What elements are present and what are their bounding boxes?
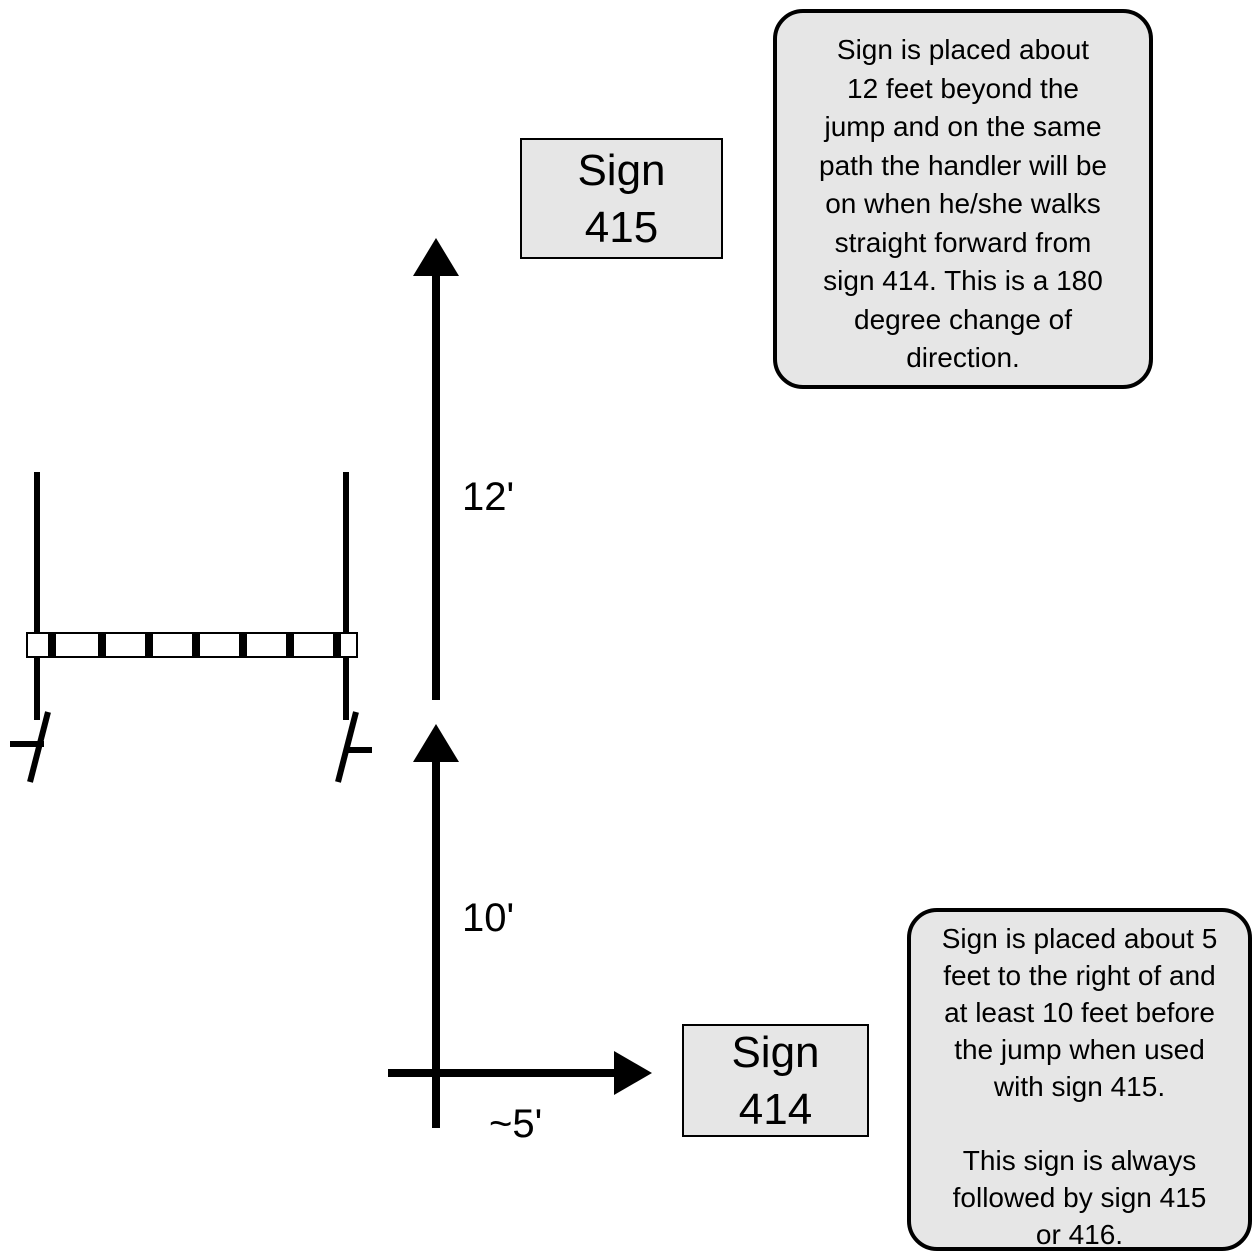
note-sign-414: Sign is placed about 5 feet to the right… bbox=[907, 908, 1252, 1251]
note-415-line: degree change of bbox=[854, 303, 1072, 335]
note-414-line: Sign is placed about 5 bbox=[941, 923, 1218, 954]
path-arrow-side bbox=[388, 1051, 652, 1095]
arrow-head-upper bbox=[413, 238, 459, 276]
note-414-line: or 416. bbox=[1035, 1219, 1124, 1250]
note-414-line: with sign 415. bbox=[993, 1071, 1166, 1102]
note-414-line: feet to the right of and bbox=[943, 960, 1216, 991]
note-415-line: sign 414. This is a 180 bbox=[823, 265, 1103, 296]
arrow-head-lower bbox=[413, 724, 459, 762]
note-415-line: jump and on the same bbox=[824, 111, 1102, 142]
jump bbox=[10, 472, 372, 783]
sign-415-number: 415 bbox=[584, 202, 659, 252]
note-415-line: direction. bbox=[906, 342, 1020, 373]
sign-414-number: 414 bbox=[738, 1084, 813, 1134]
note-414-line: the jump when used bbox=[954, 1034, 1205, 1065]
sign-414-box: Sign 414 bbox=[682, 1024, 869, 1137]
note-415-line: 12 feet beyond the bbox=[847, 72, 1079, 104]
note-415-line: path the handler will be bbox=[819, 149, 1107, 181]
note-414-line: at least 10 feet before bbox=[944, 997, 1215, 1028]
sign-415-label: Sign bbox=[577, 145, 666, 195]
path-arrow-lower bbox=[413, 724, 459, 1128]
note-415-line: straight forward from bbox=[834, 226, 1092, 258]
sign-414-label: Sign bbox=[731, 1027, 820, 1077]
distance-label-side: ~5' bbox=[489, 1102, 543, 1146]
jump-right-foot bbox=[335, 711, 359, 783]
path-arrow-upper bbox=[413, 238, 459, 700]
jump-bar-stripes bbox=[48, 633, 341, 657]
arrow-head-side bbox=[614, 1051, 652, 1095]
note-414-line: followed by sign 415 bbox=[952, 1182, 1207, 1213]
note-414-line bbox=[911, 1105, 1248, 1142]
sign-415-box: Sign 415 bbox=[520, 138, 723, 259]
distance-label-lower: 10' bbox=[462, 896, 515, 940]
distance-label-upper: 12' bbox=[462, 475, 515, 519]
note-415-line: Sign is placed about bbox=[836, 34, 1090, 65]
note-sign-415: Sign is placed about 12 feet beyond the … bbox=[773, 9, 1153, 389]
note-414-line: This sign is always bbox=[962, 1145, 1197, 1176]
note-415-line: on when he/she walks bbox=[825, 188, 1101, 219]
